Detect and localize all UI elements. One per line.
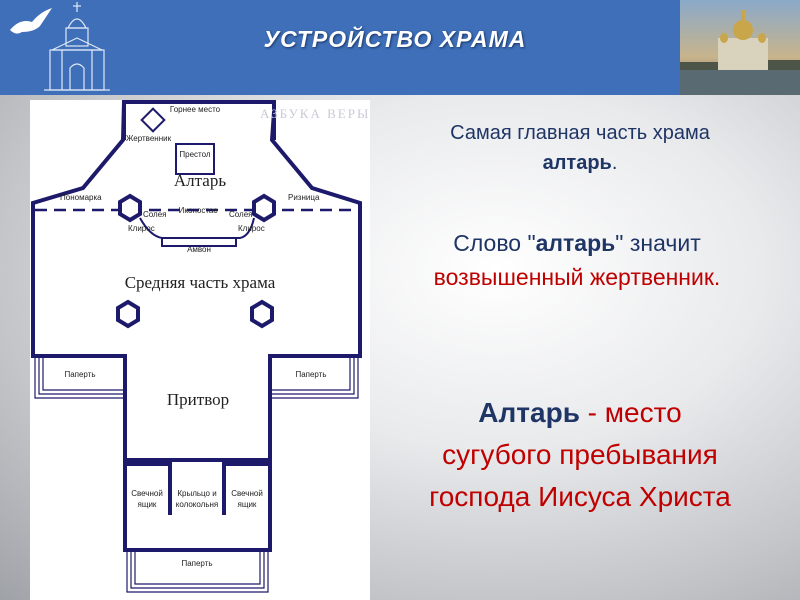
main-line-1: Алтарь - место — [380, 392, 780, 434]
intro-text: Самая главная часть храма алтарь. — [390, 118, 770, 178]
plan-label-paperty-bottom: Паперть — [181, 559, 212, 568]
plan-label-zhertvennik: Жертвенник — [126, 134, 172, 143]
definition-end: " значит — [615, 230, 701, 256]
main-statement: Алтарь - место сугубого пребывания госпо… — [380, 392, 780, 518]
plan-label-riznitsa: Ризница — [288, 193, 320, 202]
plan-label-altar: Алтарь — [174, 171, 226, 190]
plan-label-svechnoy-left-1: Свечной — [131, 489, 163, 498]
page-title: УСТРОЙСТВО ХРАМА — [263, 26, 527, 52]
header-bar: УСТРОЙСТВО ХРАМА — [0, 0, 800, 95]
intro-line-1: Самая главная часть храма — [450, 122, 710, 144]
plan-label-kryltso-1: Крыльцо и — [177, 489, 216, 498]
plan-label-ponomarka: Пономарка — [60, 193, 102, 202]
plan-label-kliros-left: Клирос — [128, 224, 155, 233]
definition-line-1: Слово "алтарь" значит — [372, 226, 782, 260]
plan-label-kryltso-2: колокольня — [176, 500, 219, 509]
plan-watermark: АЗБУКА ВЕРЫ — [260, 106, 370, 121]
main-altar-word: Алтарь — [478, 397, 580, 428]
cathedral-photo — [680, 0, 800, 95]
definition-altar-word: алтарь — [535, 230, 616, 256]
plan-label-ikonostas: Иконостас — [179, 206, 218, 215]
intro-altar-word: алтарь — [542, 152, 612, 174]
plan-label-paperty-left: Паперть — [64, 370, 95, 379]
plan-label-prestol: Престол — [179, 150, 210, 159]
temple-plan-panel: Горнее место Жертвенник Престол Алтарь П… — [30, 100, 370, 600]
plan-label-svechnoy-right-2: ящик — [238, 500, 257, 509]
plan-label-middle: Средняя часть храма — [125, 273, 276, 292]
dove-and-church-icon — [0, 0, 110, 95]
plan-label-paperty-right: Паперть — [295, 370, 326, 379]
plan-label-svechnoy-right-1: Свечной — [231, 489, 263, 498]
plan-label-pritvor: Притвор — [167, 390, 229, 409]
plan-label-soleya-left: Солея — [143, 210, 167, 219]
plan-label-ambon: Амвон — [187, 245, 211, 254]
plan-label-svechnoy-left-2: ящик — [138, 500, 157, 509]
plan-label-kliros-right: Клирос — [238, 224, 265, 233]
intro-line-2: алтарь. — [390, 148, 770, 178]
definition-line-2: возвышенный жертвенник. — [433, 264, 721, 290]
main-place: - место — [579, 397, 682, 428]
plan-label-soleya-right: Солея — [229, 210, 253, 219]
main-line-2: сугубого пребывания — [442, 439, 718, 470]
definition-start: Слово " — [453, 230, 536, 256]
plan-label-gornee: Горнее место — [170, 105, 221, 114]
temple-floor-plan: Горнее место Жертвенник Престол Алтарь П… — [31, 100, 370, 593]
main-line-3: господа Иисуса Христа — [429, 481, 731, 512]
definition-text: Слово "алтарь" значит возвышенный жертве… — [372, 226, 782, 294]
intro-period: . — [611, 152, 618, 174]
